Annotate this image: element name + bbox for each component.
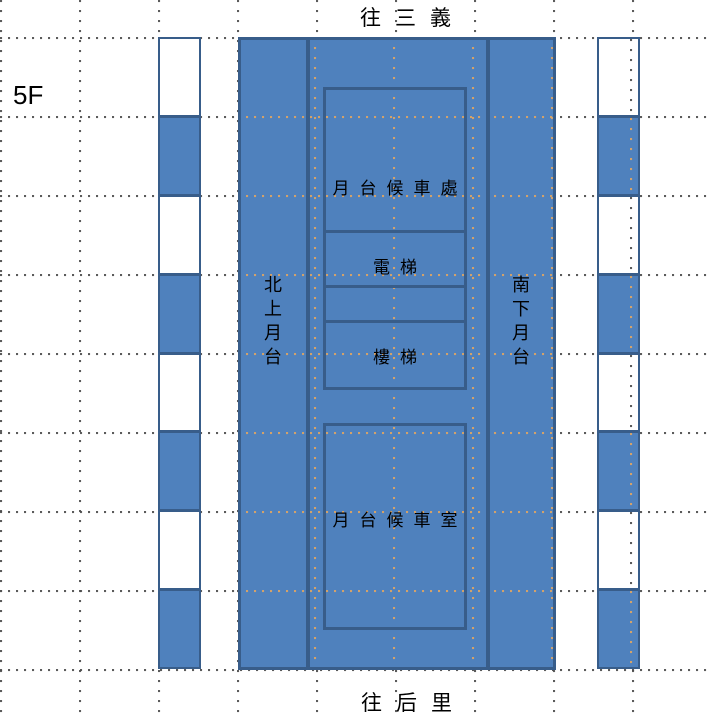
track-right (597, 37, 640, 669)
track-segment-blue (599, 591, 638, 667)
track-segment-white (599, 196, 638, 276)
direction-label-top: 往三義 (360, 6, 465, 30)
track-segment-blue (599, 433, 638, 513)
southbound-platform-label: 南下月台 (512, 275, 530, 368)
platform-block (238, 37, 556, 670)
room-unlabeled (323, 285, 467, 323)
room-elevator: 電梯 (323, 230, 467, 288)
room-platform-waiting-area: 月台候車處 (323, 87, 467, 233)
platform-divider-left (306, 37, 310, 670)
track-segment-white (160, 355, 199, 434)
room-label: 樓梯 (373, 347, 427, 368)
track-segment-white (160, 197, 199, 276)
track-segment-blue (160, 117, 199, 197)
track-segment-blue (160, 433, 199, 513)
room-platform-waiting-room: 月台候車室 (323, 423, 467, 630)
platform-divider-right (486, 37, 490, 670)
direction-label-bottom: 往后里 (361, 691, 466, 715)
track-segment-blue (160, 275, 199, 355)
track-segment-blue (599, 117, 638, 197)
track-segment-white (599, 354, 638, 434)
track-segment-white (599, 512, 638, 592)
room-label: 電梯 (373, 257, 427, 278)
northbound-platform-label: 北上月台 (264, 275, 282, 368)
track-segment-white (599, 39, 638, 118)
track-left (158, 37, 201, 669)
track-segment-blue (160, 591, 199, 667)
room-label: 月台候車室 (332, 511, 468, 531)
floor-label: 5F (13, 80, 44, 110)
track-segment-white (160, 39, 199, 118)
track-segment-blue (599, 275, 638, 355)
room-label: 月台候車處 (332, 179, 468, 199)
track-segment-white (160, 512, 199, 592)
room-stairs: 樓梯 (323, 320, 467, 390)
